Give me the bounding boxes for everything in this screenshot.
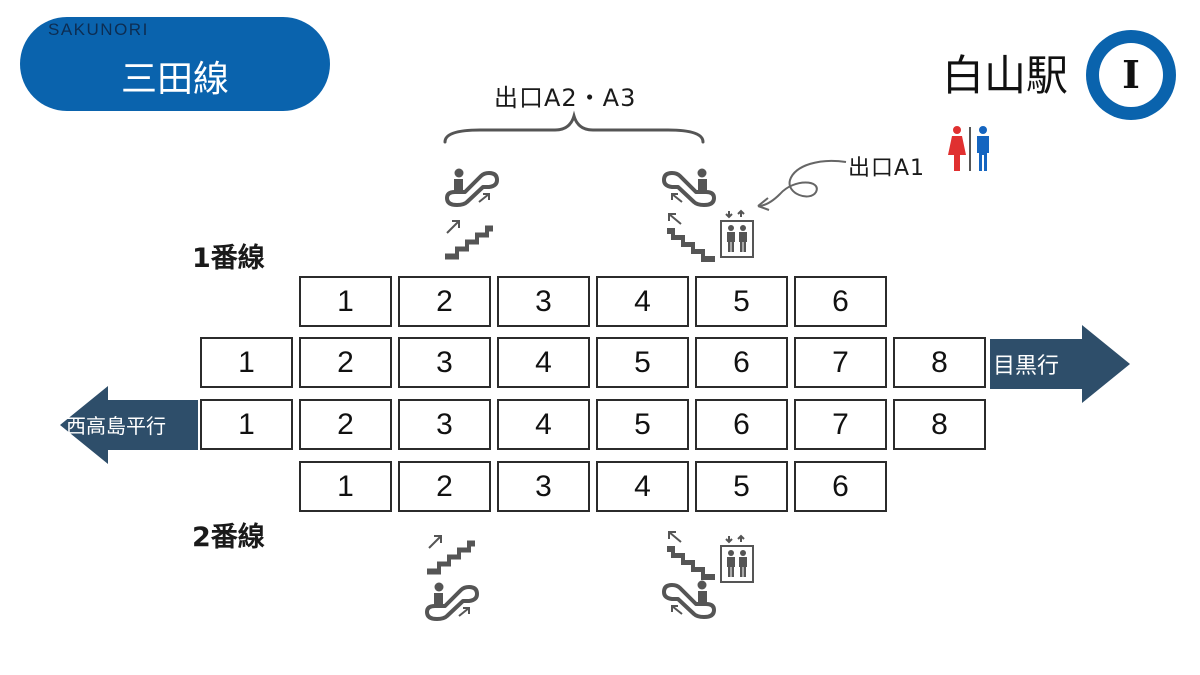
stairs-down-icon [665, 531, 717, 578]
line-badge [20, 17, 330, 111]
car-position-box: 5 [695, 461, 788, 512]
direction-arrow-left [60, 386, 198, 464]
car-position-box: 5 [596, 399, 689, 450]
car-position-box: 2 [398, 461, 491, 512]
car-position-box: 3 [497, 461, 590, 512]
escalator-down-icon [662, 168, 718, 210]
elevator-icon [717, 533, 757, 585]
car-position-box: 6 [794, 461, 887, 512]
stairs-up-icon [425, 535, 477, 575]
stairs-up-icon [443, 220, 495, 260]
car-position-box: 6 [695, 399, 788, 450]
exit-a2-a3-label: 出口A2・A3 [494, 84, 637, 112]
track-1-label: 1番線 [192, 243, 265, 274]
track-2-label: 2番線 [192, 522, 265, 553]
car-position-box: 1 [200, 337, 293, 388]
car-position-box: 8 [893, 337, 986, 388]
brand-name: SAKUNORI [48, 20, 149, 39]
car-position-box: 6 [794, 276, 887, 327]
escalator-down-icon [662, 580, 718, 622]
car-position-box: 5 [695, 276, 788, 327]
car-position-box: 4 [497, 337, 590, 388]
exit-a1-pointer-arrow [757, 159, 847, 211]
exit-a1-label: 出口A1 [848, 156, 926, 181]
station-code-badge: I [1086, 30, 1176, 120]
direction-arrow-right [990, 325, 1130, 403]
station-code: I [1099, 43, 1163, 107]
car-position-box: 2 [398, 276, 491, 327]
car-position-box: 8 [893, 399, 986, 450]
escalator-up-icon [423, 582, 479, 624]
elevator-icon [717, 208, 757, 260]
car-position-box: 2 [299, 337, 392, 388]
direction-right-label: 目黒行 [993, 354, 1060, 379]
escalator-up-icon [443, 168, 499, 210]
restroom-icon [948, 126, 989, 171]
car-position-box: 1 [299, 461, 392, 512]
stairs-down-icon [665, 213, 717, 260]
car-position-box: 2 [299, 399, 392, 450]
car-position-box: 4 [596, 276, 689, 327]
car-position-box: 3 [398, 399, 491, 450]
car-position-box: 7 [794, 337, 887, 388]
direction-left-label: 西高島平行 [66, 414, 166, 438]
car-position-box: 1 [299, 276, 392, 327]
car-position-box: 3 [497, 276, 590, 327]
car-position-box: 5 [596, 337, 689, 388]
car-position-box: 3 [398, 337, 491, 388]
car-position-box: 4 [596, 461, 689, 512]
exit-brace [443, 110, 705, 144]
car-position-box: 6 [695, 337, 788, 388]
car-position-box: 4 [497, 399, 590, 450]
car-position-box: 1 [200, 399, 293, 450]
car-position-box: 7 [794, 399, 887, 450]
line-name: 三田線 [120, 59, 229, 100]
station-name: 白山駅 [942, 51, 1069, 100]
